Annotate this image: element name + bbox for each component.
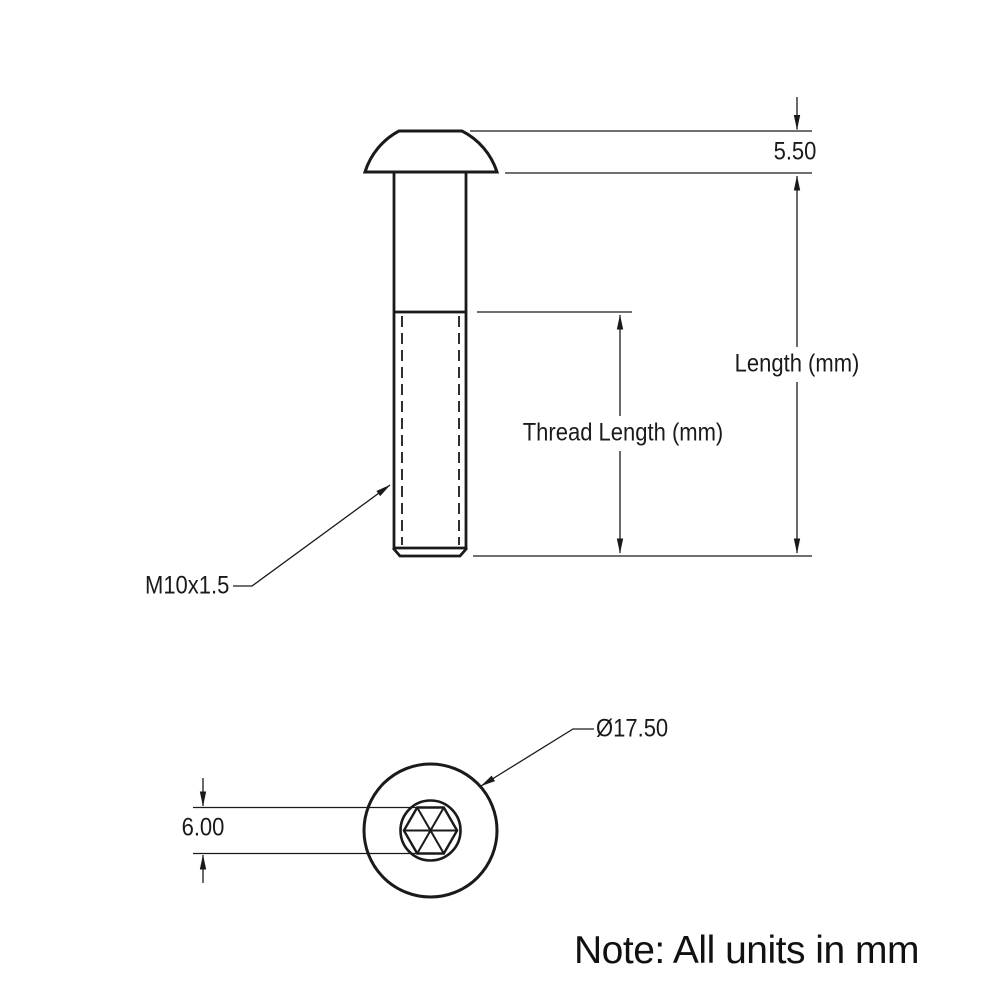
head-top-view: [362, 762, 499, 899]
head-outer-circle: [362, 762, 499, 899]
thread-length-label: Thread Length (mm): [522, 418, 724, 447]
screw-head-profile: [362, 129, 500, 174]
side-view-dimensions: [233, 97, 812, 587]
head-diameter-leader-line: [480, 728, 594, 787]
socket-size-label: 6.00: [181, 813, 225, 842]
length-label: Length (mm): [734, 349, 860, 378]
screw-side-view: [362, 129, 500, 558]
thread-spec-label: M10x1.5: [145, 571, 230, 600]
units-note: Note: All units in mm: [574, 929, 919, 972]
screw-tip-chamfer: [391, 547, 469, 558]
thread-spec-leader-line: [233, 484, 391, 587]
socket-counterbore-circle: [399, 799, 462, 862]
top-view-dimensions: [193, 728, 594, 883]
head-height-label: 5.50: [773, 137, 817, 166]
head-diameter-label: Ø17.50: [596, 714, 669, 743]
hex-socket-diagonals: [403, 806, 458, 855]
